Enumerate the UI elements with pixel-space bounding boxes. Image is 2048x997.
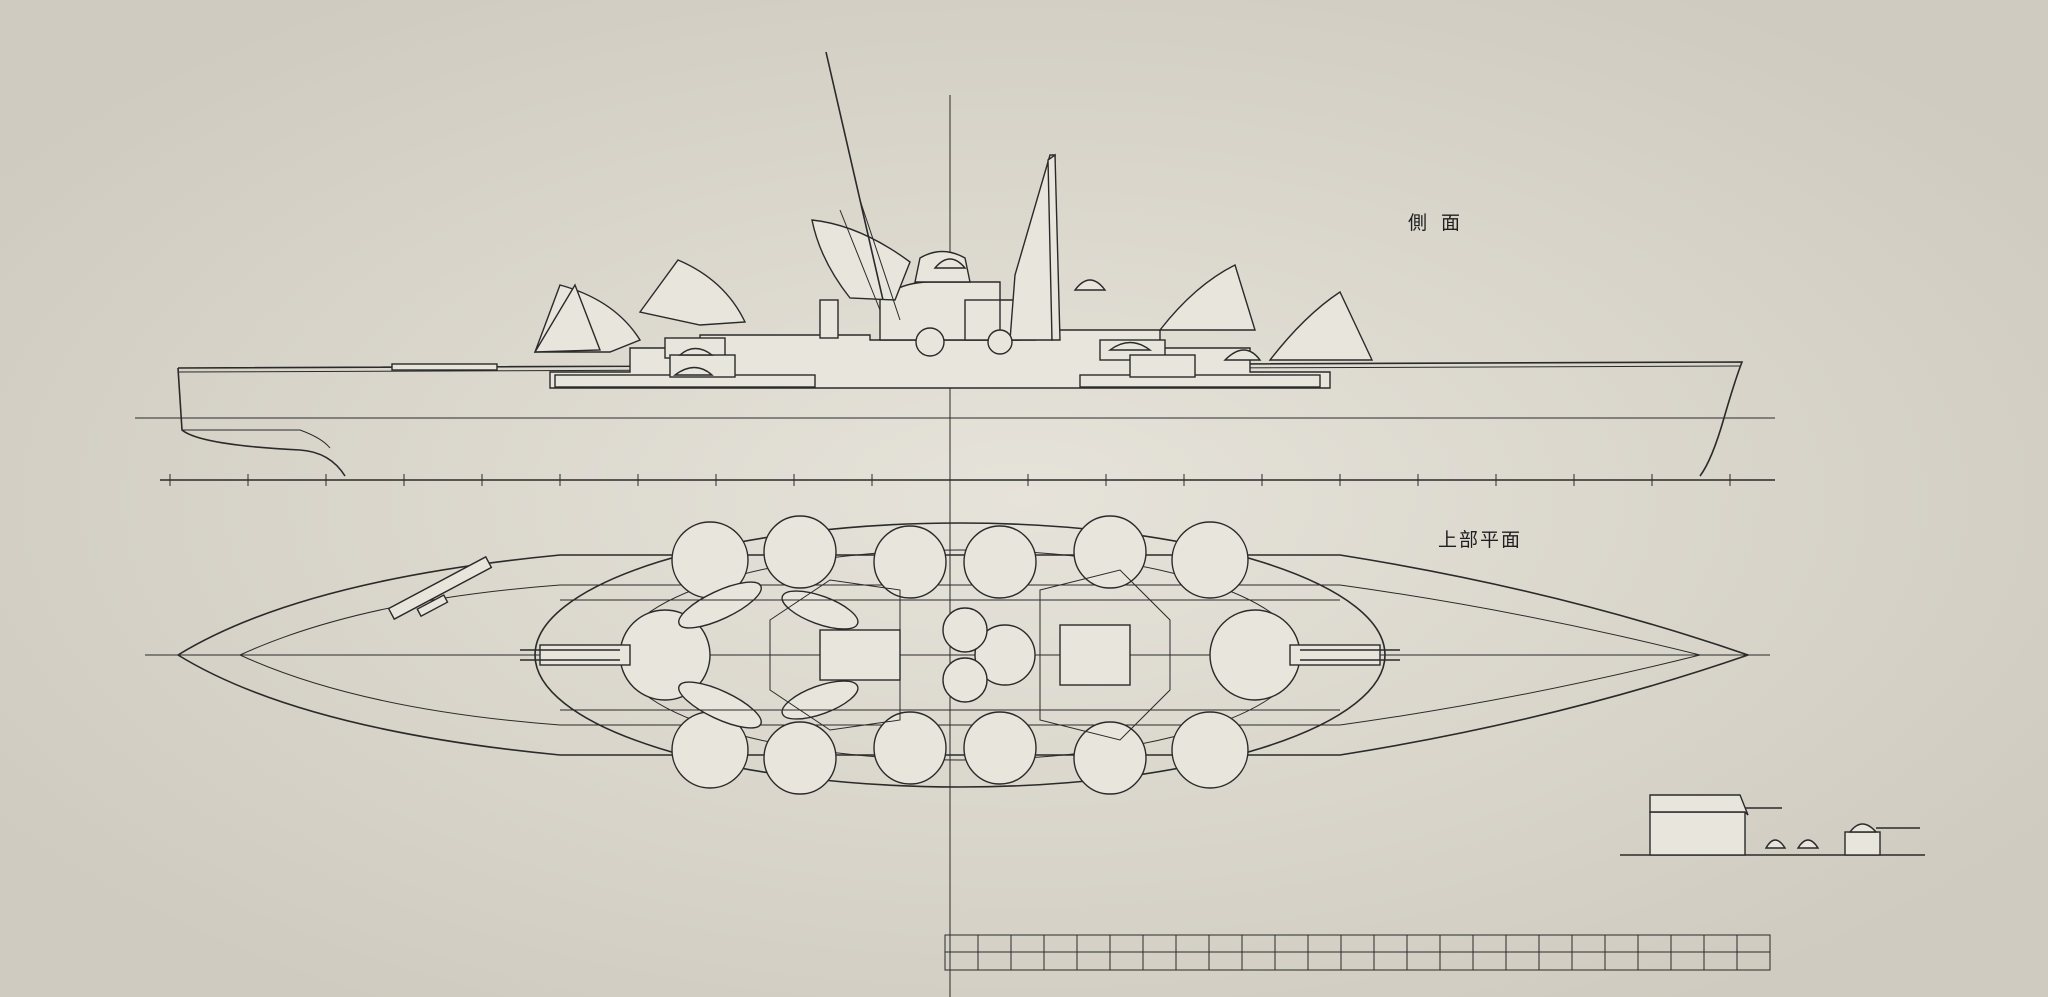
aft-pylon — [811, 219, 911, 301]
gun-barrels — [520, 649, 1400, 661]
aa-turret-row-bottom — [671, 711, 1249, 795]
turret-hood-aft — [672, 366, 714, 376]
aa-turret-row-top — [671, 515, 1249, 599]
searchlight-1 — [915, 327, 945, 357]
deck-structures — [678, 569, 1171, 741]
aa-mount-fwd — [1107, 341, 1153, 351]
side-elevation — [135, 51, 1775, 997]
plan-deck-edge — [238, 584, 1701, 726]
stern-platform — [391, 363, 498, 371]
aft-turret-arc-upper-2 — [638, 259, 747, 326]
aft-turret-arc-lower — [533, 283, 602, 353]
aft-structure-block — [819, 299, 839, 339]
hull-profile — [177, 361, 1744, 477]
fwd-turret-arc-upper — [1158, 264, 1256, 331]
aa-director-2 — [933, 258, 967, 269]
turret-hood-fwd — [1223, 349, 1262, 361]
mast-stay-2 — [839, 209, 881, 311]
main-turrets — [539, 607, 1381, 703]
funnel-edge — [1047, 153, 1061, 341]
section-detail — [1620, 794, 1925, 856]
funnel — [1009, 154, 1056, 341]
side-view-label: 側面 — [1408, 212, 1475, 234]
aa-mount-aft — [678, 347, 715, 356]
plan-hull-outline — [176, 554, 1751, 756]
stern-detail — [182, 429, 331, 449]
searchlight-2 — [987, 329, 1013, 355]
plan-view-label: 上部平面 — [1438, 529, 1523, 551]
superstructure-oval — [534, 522, 1386, 788]
aa-director-1 — [1073, 279, 1107, 291]
frame-ticks — [169, 474, 1731, 486]
main-mast — [825, 51, 884, 301]
plan-view — [145, 515, 1770, 795]
mast-stay — [859, 199, 901, 321]
lower-deckhouse-fwd — [1079, 374, 1321, 388]
catapult — [387, 555, 493, 621]
fwd-turret-arc-lower — [1268, 290, 1374, 361]
scale-bar — [944, 934, 1771, 971]
turret-fwd-1 — [1129, 354, 1196, 378]
